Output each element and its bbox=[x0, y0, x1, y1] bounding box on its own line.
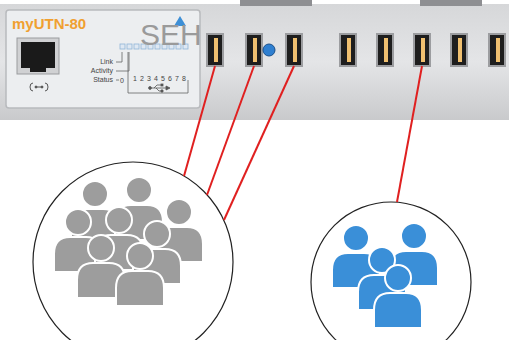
port-number: 2 bbox=[140, 75, 144, 82]
rj45-port bbox=[21, 42, 55, 72]
port-number: 7 bbox=[175, 75, 179, 82]
led-label: Link bbox=[100, 58, 113, 65]
led-label: Activity bbox=[91, 67, 113, 74]
grey-users bbox=[54, 177, 203, 306]
rj45-frame bbox=[17, 38, 59, 74]
product-name: myUTN-80 bbox=[12, 16, 86, 31]
led-number: 0 bbox=[120, 77, 124, 84]
user-group-circle bbox=[33, 162, 233, 340]
brand-logo: SEH bbox=[140, 20, 202, 50]
top-tab bbox=[420, 0, 482, 6]
usb-symbol bbox=[149, 84, 170, 92]
port-number: 4 bbox=[154, 75, 158, 82]
device-housing bbox=[0, 4, 509, 120]
connection-lines bbox=[184, 66, 422, 220]
port-number: 5 bbox=[161, 75, 165, 82]
status-dot bbox=[263, 44, 275, 56]
port-number: 8 bbox=[182, 75, 186, 82]
led-label: Status bbox=[93, 76, 113, 83]
port-number: 6 bbox=[168, 75, 172, 82]
user-group-circle bbox=[311, 202, 471, 340]
led-brackets bbox=[116, 52, 188, 93]
top-tab bbox=[240, 0, 312, 6]
port-number: 1 bbox=[133, 75, 137, 82]
network-symbol bbox=[30, 83, 48, 91]
blue-users bbox=[332, 223, 438, 328]
port-number: 3 bbox=[147, 75, 151, 82]
usb-ports bbox=[207, 34, 505, 66]
